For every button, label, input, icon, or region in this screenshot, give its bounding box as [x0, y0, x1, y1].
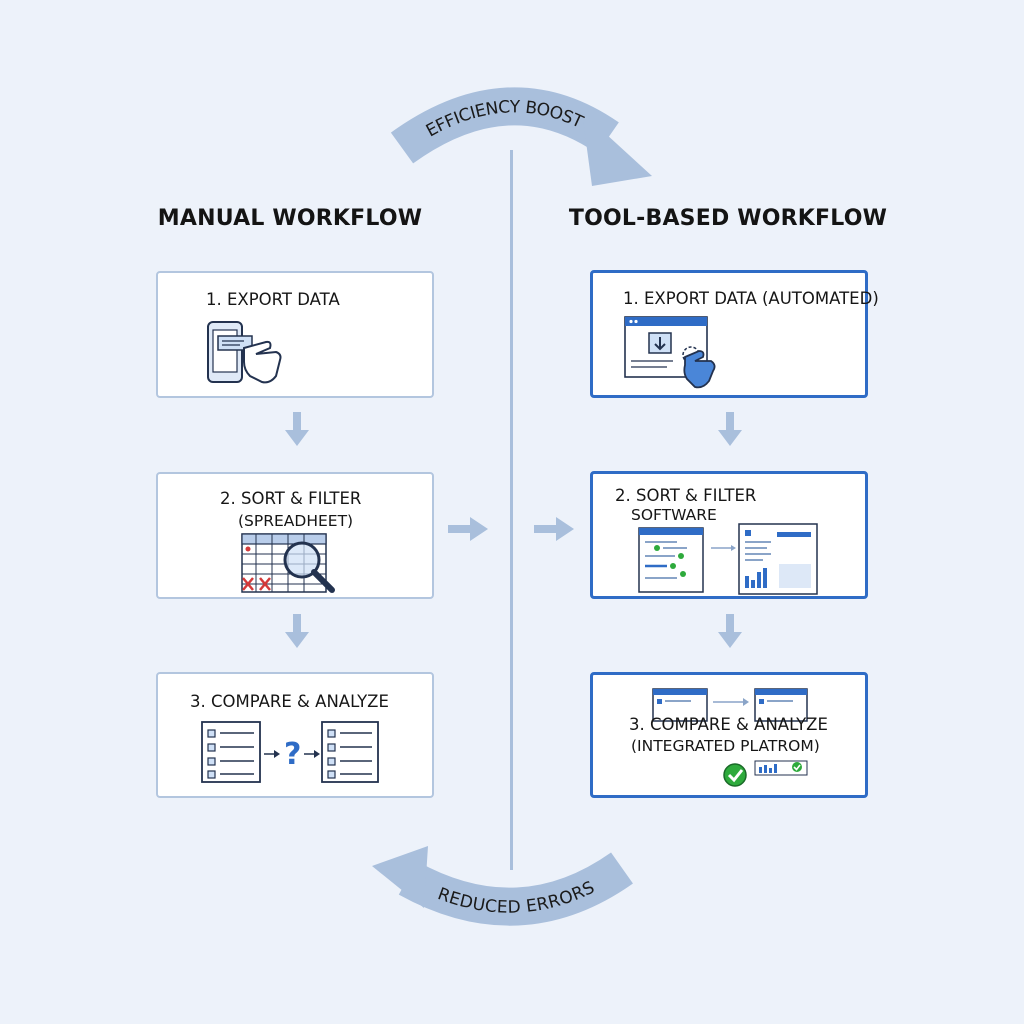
manual-arrow-2: [285, 614, 309, 648]
list-compare-question-icon: ?: [201, 721, 379, 783]
tool-arrow-1: [718, 412, 742, 446]
transition-arrow-left: [448, 517, 488, 541]
center-divider: [510, 150, 513, 870]
manual-arrow-1: [285, 412, 309, 446]
tool-step-1-box: 1. EXPORT DATA (AUTOMATED): [590, 270, 879, 398]
tool-step-3-sublabel: (INTEGRATED PLATROM): [631, 737, 820, 755]
browser-download-click-icon: [624, 316, 716, 389]
tool-step-2-sublabel: SOFTWARE: [631, 506, 717, 524]
efficiency-boost-label: EFFICIENCY BOOST: [423, 97, 587, 141]
platform-arrow-icon: [713, 698, 749, 706]
spreadsheet-magnifier-icon: [241, 533, 335, 593]
platform-window-right-icon: [754, 688, 808, 722]
platform-window-left-icon: [652, 688, 708, 722]
tool-step-3-label: 3. COMPARE & ANALYZE: [629, 715, 828, 734]
manual-step-3-box: 3. COMPARE & ANALYZE ?: [156, 672, 434, 798]
transition-arrow-right: [534, 517, 574, 541]
tool-step-2-label: 2. SORT & FILTER: [615, 486, 757, 505]
svg-text:EFFICIENCY BOOST: EFFICIENCY BOOST: [423, 97, 587, 141]
platform-check-icon: [723, 760, 808, 787]
svg-text:REDUCED ERRORS: REDUCED ERRORS: [435, 878, 598, 918]
manual-step-1-label: 1. EXPORT DATA: [206, 290, 340, 309]
reduced-errors-label: REDUCED ERRORS: [435, 878, 598, 918]
manual-step-3-label: 3. COMPARE & ANALYZE: [190, 692, 389, 711]
tool-step-3-box: 3. COMPARE & ANALYZE (INTEGRATED PLATROM…: [590, 672, 868, 798]
tool-workflow-title: TOOL-BASED WORKFLOW: [568, 206, 888, 231]
tool-arrow-2: [718, 614, 742, 648]
manual-step-2-label: 2. SORT & FILTER: [220, 489, 362, 508]
manual-workflow-title: MANUAL WORKFLOW: [157, 206, 423, 231]
software-dashboard-icon: [638, 523, 818, 595]
manual-step-1-box: 1. EXPORT DATA: [156, 271, 434, 398]
manual-step-2-box: 2. SORT & FILTER (SPREADHEET): [156, 472, 434, 599]
manual-step-2-sublabel: (SPREADHEET): [238, 512, 354, 530]
svg-text:?: ?: [284, 737, 301, 772]
tool-step-1-label: 1. EXPORT DATA (AUTOMATED): [623, 289, 879, 308]
tool-step-2-box: 2. SORT & FILTER SOFTWARE: [590, 471, 868, 599]
tablet-hand-icon: [207, 321, 282, 384]
